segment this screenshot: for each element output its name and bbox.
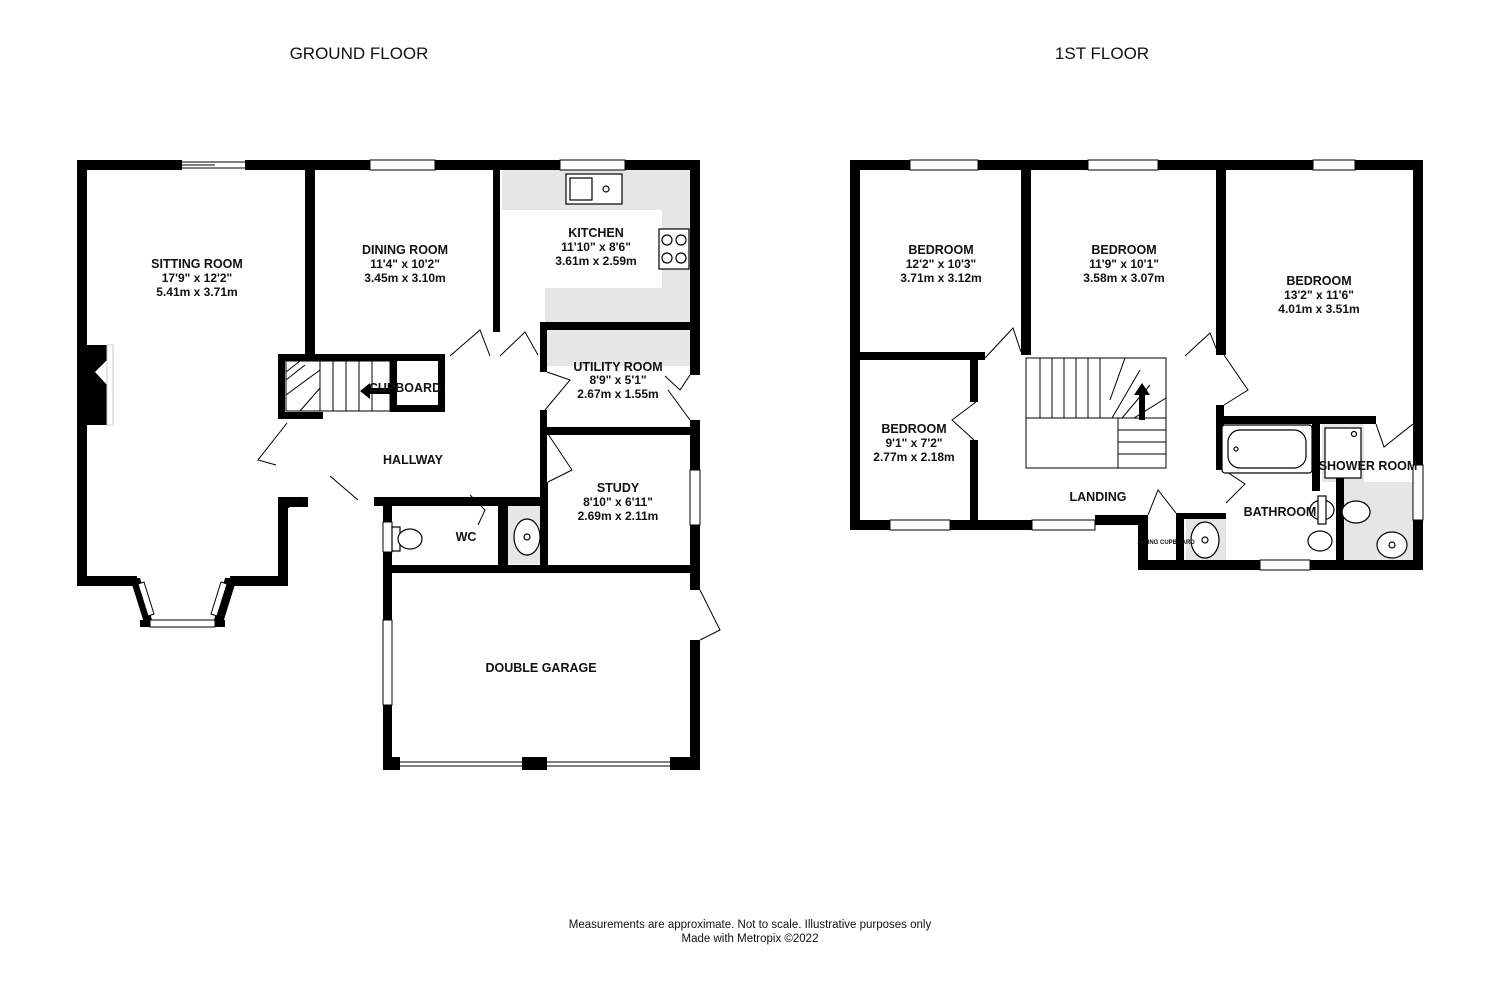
study-imperial: 8'10" x 6'11": [583, 495, 653, 509]
wc-fixtures: [391, 518, 541, 556]
kitchen-fixtures: [565, 173, 690, 270]
bedroom1-metric: 3.71m x 3.12m: [900, 271, 981, 285]
garage-name: DOUBLE GARAGE: [485, 661, 596, 675]
bedroom2-name: BEDROOM: [1091, 243, 1156, 257]
basin-icon: [1341, 500, 1371, 524]
bedroom4-name: BEDROOM: [881, 422, 946, 436]
study-name: STUDY: [597, 481, 640, 495]
wc-name: WC: [456, 530, 477, 544]
bedroom1-name: BEDROOM: [908, 243, 973, 257]
first-doors: [951, 327, 1414, 516]
utility-room-imperial: 8'9" x 5'1": [589, 373, 646, 387]
dining-room-name: DINING ROOM: [362, 243, 448, 257]
ground-staircase: [285, 360, 395, 412]
airing-cupboard-name: AIRING CUPBOARD: [1137, 540, 1195, 546]
bedroom4-imperial: 9'1" x 7'2": [885, 436, 942, 450]
landing-name: LANDING: [1070, 490, 1127, 504]
hallway-name: HALLWAY: [383, 453, 444, 467]
sitting-room-metric: 5.41m x 3.71m: [156, 285, 237, 299]
utility-room-name: UTILITY ROOM: [573, 360, 662, 374]
ground-floor-title: GROUND FLOOR: [290, 44, 429, 63]
footer-credit: Made with Metropix ©2022: [682, 933, 819, 945]
footer-disclaimer: Measurements are approximate. Not to sca…: [569, 919, 932, 931]
bedroom2-metric: 3.58m x 3.07m: [1083, 271, 1164, 285]
bedroom3-metric: 4.01m x 3.51m: [1278, 302, 1359, 316]
utility-room-metric: 2.67m x 1.55m: [577, 387, 658, 401]
study-metric: 2.69m x 2.11m: [578, 509, 659, 523]
bathroom-name: BATHROOM: [1244, 505, 1317, 519]
first-staircase: [1025, 357, 1167, 469]
ground-floor-plan: GROUND FLOOR SITTING ROOM 17'9" x 12'2" …: [77, 44, 721, 770]
dining-room-metric: 3.45m x 3.10m: [364, 271, 445, 285]
shower-room-name: SHOWER ROOM: [1319, 459, 1418, 473]
hob-icon: [658, 228, 690, 270]
bedroom1-imperial: 12'2" x 10'3": [906, 257, 976, 271]
kitchen-name: KITCHEN: [568, 226, 624, 240]
bedroom3-name: BEDROOM: [1286, 274, 1351, 288]
kitchen-imperial: 11'10" x 8'6": [561, 240, 631, 254]
bedroom2-imperial: 11'9" x 10'1": [1089, 257, 1159, 271]
toilet-icon: [1307, 530, 1333, 552]
sitting-room-name: SITTING ROOM: [151, 257, 243, 271]
bathroom-fixtures: [1190, 424, 1408, 559]
sitting-room-imperial: 17'9" x 12'2": [162, 271, 232, 285]
kitchen-floor: [502, 170, 690, 325]
utility-floor: [545, 330, 690, 366]
bedroom4-metric: 2.77m x 2.18m: [873, 450, 954, 464]
first-floor-title: 1ST FLOOR: [1055, 44, 1149, 63]
cupboard-name: CUPBOARD: [369, 381, 441, 395]
bedroom3-imperial: 13'2" x 11'6": [1284, 288, 1354, 302]
dining-room-imperial: 11'4" x 10'2": [370, 257, 440, 271]
kitchen-metric: 3.61m x 2.59m: [555, 254, 636, 268]
first-floor-plan: 1ST FLOOR BEDROOM 12'2" x 10'3" 3.71m x …: [850, 44, 1424, 571]
ground-doors: [257, 329, 721, 641]
